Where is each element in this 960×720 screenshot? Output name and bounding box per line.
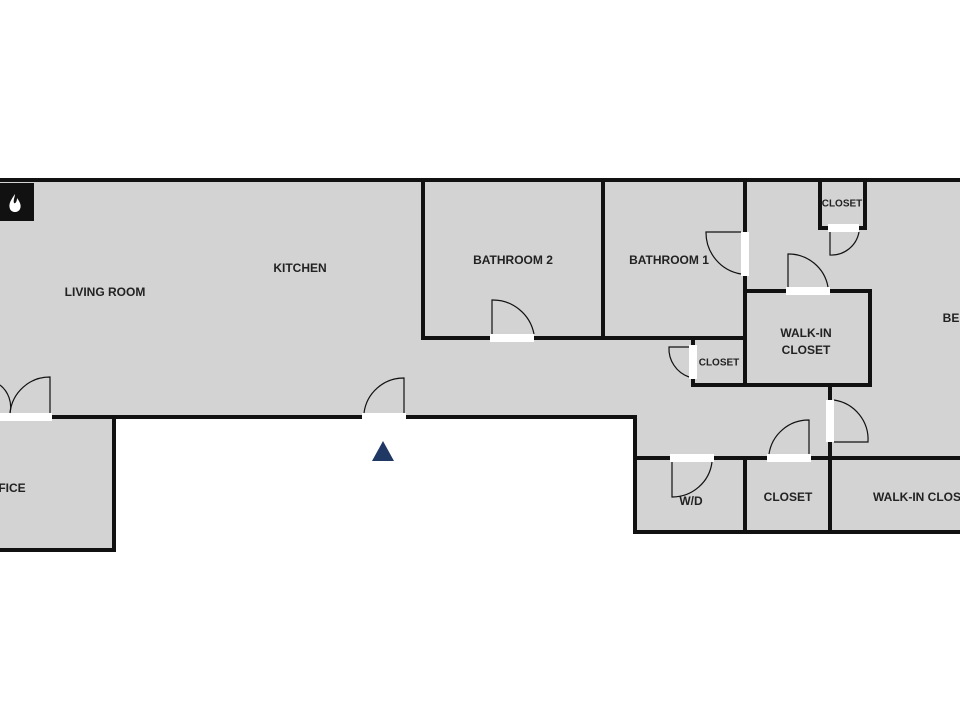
door-sills bbox=[0, 224, 859, 462]
bathroom-1-label: BATHROOM 1 bbox=[629, 253, 709, 267]
kitchen-label: KITCHEN bbox=[273, 261, 326, 275]
walk-in-closet-1-label-line2: CLOSET bbox=[782, 343, 831, 357]
office-label: FICE bbox=[0, 481, 26, 495]
closet-bottom-label: CLOSET bbox=[764, 490, 813, 504]
fireplace-icon bbox=[0, 183, 34, 221]
walls bbox=[0, 178, 960, 552]
walk-in-closet-1-label-line1: WALK-IN bbox=[780, 326, 831, 340]
bathroom-2-label: BATHROOM 2 bbox=[473, 253, 553, 267]
floor-areas bbox=[0, 180, 960, 550]
living-room-label: LIVING ROOM bbox=[65, 285, 146, 299]
wd-label: W/D bbox=[679, 494, 703, 508]
closet-hall-label: CLOSET bbox=[699, 358, 740, 369]
door-swings bbox=[0, 231, 869, 498]
walk-in-closet-2-label: WALK-IN CLOS bbox=[873, 490, 960, 504]
bedroom-label: BE bbox=[943, 311, 960, 325]
closet-top-label: CLOSET bbox=[822, 199, 863, 210]
entry-marker-icon bbox=[372, 441, 394, 461]
